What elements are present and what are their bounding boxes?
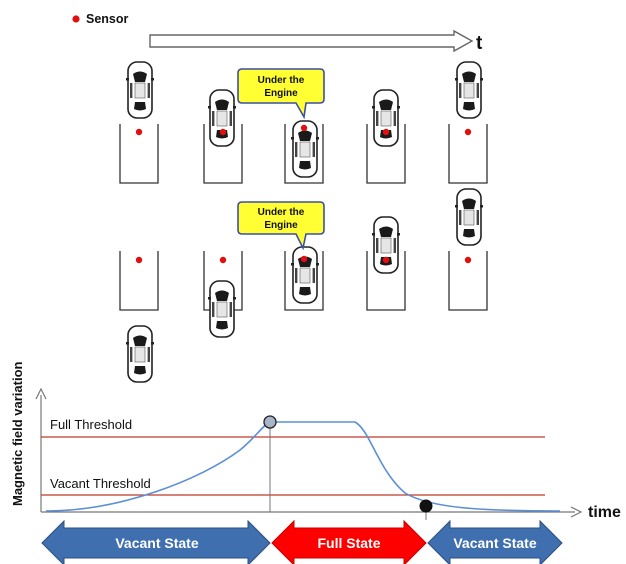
parking-bay [448,124,488,184]
parking-row-1 [119,124,488,184]
car-icon [207,89,237,147]
sensor-legend-dot [72,15,80,23]
sensor-dot [219,256,227,264]
vacant-state-arrow-right [427,519,563,564]
car-icon [454,61,484,119]
callout-under-engine-1: Under the Engine [237,68,325,120]
callout-line-2: Engine [264,220,298,231]
full-state-label: Full State [317,535,380,551]
vacant-state-label-left: Vacant State [115,535,198,551]
magnetic-field-curve [45,421,561,512]
y-axis-arrow-icon [35,387,47,400]
callout-bubble [237,201,325,251]
callout-bubble [237,68,325,120]
car-icon [125,325,155,383]
sensor-dot [135,256,143,264]
sensor-dots [135,124,472,264]
full-state-arrow [271,519,427,564]
vacant-state-arrow-left [41,519,271,564]
time-arrow-top: t [149,29,483,54]
parking-bay [119,251,159,311]
parking-bay [366,251,406,311]
legend: Sensor [72,12,129,26]
car-icon [125,61,155,119]
sensor-dot [300,124,308,132]
car-icon [371,89,401,147]
car-icon [454,188,484,246]
vacant-state-label-right: Vacant State [453,535,536,551]
car-icon [290,246,320,304]
callout-line-2: Engine [264,88,298,99]
parking-bay [366,124,406,184]
car-icon [371,216,401,274]
parking-bay [284,124,324,184]
vacant-transition-point [419,499,433,513]
time-arrow-label: t [476,33,483,54]
y-axis-label: Magnetic field variation [10,361,25,506]
sensor-dot [219,128,227,136]
sensor-dot [382,128,390,136]
vacant-threshold-label: Vacant Threshold [50,476,151,491]
parking-bay [448,251,488,311]
x-axis-label: time [588,504,621,521]
sensor-dot [464,128,472,136]
car-icon [207,280,237,338]
sensor-dot [135,128,143,136]
callout-under-engine-2: Under the Engine [237,201,325,251]
sensor-dot [382,256,390,264]
full-threshold-label: Full Threshold [50,417,132,432]
full-transition-point [263,415,277,429]
parking-bay [284,251,324,311]
magnetic-field-graph: Magnetic field variation time Full Thres… [10,361,621,521]
sensor-dot [464,256,472,264]
callout-line-1: Under the [258,207,305,218]
sensor-dot [300,255,308,263]
hollow-arrow-icon [149,29,474,53]
callout-line-1: Under the [258,75,305,86]
parking-bay [119,124,159,184]
sensor-legend-label: Sensor [86,12,129,26]
state-arrows: Vacant State Full State Vacant State [41,519,563,564]
x-axis-arrow-icon [570,506,583,518]
parking-bay [203,124,243,184]
